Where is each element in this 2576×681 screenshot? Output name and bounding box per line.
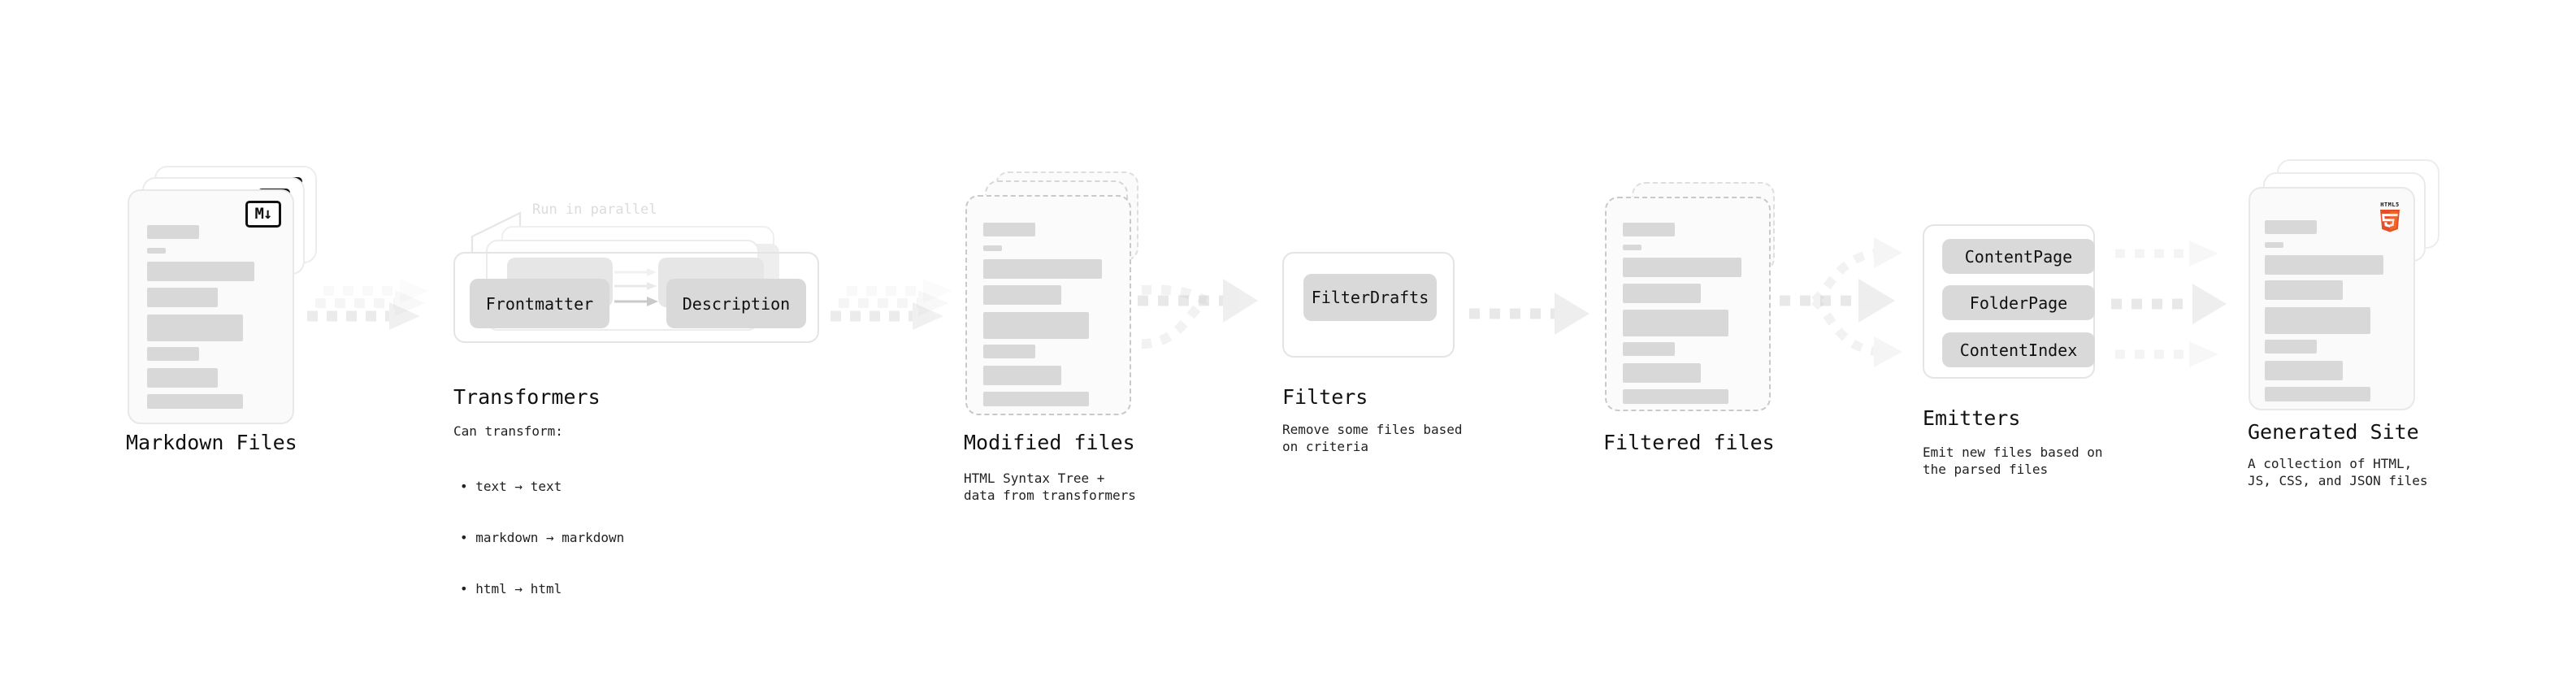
content-bar — [1623, 310, 1728, 336]
connector-filters-to-filtered — [1469, 293, 1589, 335]
stage-desc-filters: Remove some files based on criteria — [1282, 422, 1463, 454]
content-bar — [2265, 361, 2343, 380]
content-bar — [983, 366, 1061, 385]
filter-chip-filterdrafts[interactable]: FilterDrafts — [1303, 274, 1437, 321]
content-bar — [1623, 284, 1701, 303]
content-bar — [147, 225, 199, 239]
content-bar — [147, 314, 243, 341]
content-bar — [2265, 280, 2343, 300]
emitter-chip-contentindex[interactable]: ContentIndex — [1942, 332, 2095, 367]
content-bar — [2265, 307, 2370, 334]
stage-desc-emitters: Emit new files based on the parsed files — [1923, 445, 2103, 477]
stage-title-generated-site: Generated Site — [2248, 420, 2419, 444]
stage-desc-generated-site: A collection of HTML, JS, CSS, and JSON … — [2248, 456, 2428, 488]
transformer-chip-frontmatter[interactable]: Frontmatter — [470, 279, 609, 328]
stage-desc-modified-files: HTML Syntax Tree + data from transformer… — [964, 471, 1136, 503]
emitter-chip-label: ContentIndex — [1959, 340, 2078, 360]
content-bar — [147, 394, 243, 409]
stage-title-transformers: Transformers — [453, 385, 601, 409]
content-bar — [2265, 387, 2370, 401]
content-bar — [1623, 245, 1641, 250]
connector-emitters-to-site — [2111, 241, 2227, 367]
transformer-chip-description[interactable]: Description — [666, 279, 806, 328]
connector-filtered-to-emitters — [1780, 237, 1902, 367]
connector-transformers-to-modified — [830, 279, 952, 330]
content-bar — [1623, 258, 1741, 277]
html5-badge-label: HTML5 — [2380, 202, 2400, 208]
stage-title-filters: Filters — [1282, 385, 1368, 409]
filters-group: FilterDrafts — [1282, 252, 1455, 358]
filtered-file-content — [1607, 198, 1769, 410]
emitters-group: ContentPage FolderPage ContentIndex — [1923, 224, 2095, 379]
transformer-chip-label: Frontmatter — [485, 293, 594, 314]
content-bar — [1623, 342, 1675, 356]
content-bar — [983, 392, 1089, 406]
filter-chip-label: FilterDrafts — [1311, 288, 1429, 307]
content-bar — [1623, 363, 1701, 383]
content-bar — [147, 288, 218, 307]
run-in-parallel-note: Run in parallel — [532, 202, 657, 218]
stage-desc-transformers: Can transform: — [453, 423, 563, 439]
content-bar — [147, 262, 254, 281]
generated-file-card: HTML5 — [2249, 187, 2415, 410]
connector-modified-to-filters — [1138, 279, 1258, 349]
modified-file-content — [967, 197, 1130, 414]
content-bar — [983, 245, 1002, 251]
html5-badge-icon: HTML5 — [2379, 202, 2401, 232]
content-bar — [2265, 242, 2283, 248]
stage-title-filtered-files: Filtered files — [1603, 431, 1775, 454]
modified-file-card — [965, 195, 1131, 415]
connector-md-to-transformers — [307, 279, 429, 330]
markdown-file-card: M↓ — [128, 189, 294, 424]
content-bar — [2265, 220, 2317, 234]
content-bar — [147, 347, 199, 361]
content-bar — [2265, 340, 2317, 354]
markdown-badge-icon: M↓ — [245, 201, 281, 228]
transformer-inner-arrows — [614, 268, 658, 306]
emitter-chip-contentpage[interactable]: ContentPage — [1942, 239, 2095, 274]
transformers-group — [453, 252, 819, 343]
transformers-bullet: • markdown → markdown — [460, 530, 625, 545]
markdown-file-content — [129, 191, 293, 423]
emitter-chip-label: FolderPage — [1969, 293, 2068, 313]
content-bar — [983, 285, 1061, 305]
content-bar — [983, 223, 1035, 236]
generated-file-content — [2250, 189, 2413, 409]
transformer-chip-label: Description — [682, 293, 791, 314]
content-bar — [983, 259, 1102, 279]
filtered-file-card — [1605, 197, 1771, 411]
emitter-chip-label: ContentPage — [1964, 246, 2073, 267]
content-bar — [983, 312, 1089, 339]
content-bar — [983, 345, 1035, 358]
stage-title-emitters: Emitters — [1923, 406, 2021, 430]
transformers-bullet-list: • text → text • markdown → markdown • ht… — [460, 444, 624, 631]
transformers-bullet: • html → html — [460, 581, 562, 596]
stage-title-markdown-files: Markdown Files — [126, 431, 297, 454]
run-in-parallel-leader — [471, 211, 522, 252]
stage-title-modified-files: Modified files — [964, 431, 1135, 454]
content-bar — [1623, 389, 1728, 404]
content-bar — [2265, 255, 2383, 275]
content-bar — [147, 368, 218, 388]
content-bar — [147, 248, 166, 254]
emitter-chip-folderpage[interactable]: FolderPage — [1942, 285, 2095, 320]
transformers-bullet: • text → text — [460, 479, 562, 494]
content-bar — [1623, 223, 1675, 236]
